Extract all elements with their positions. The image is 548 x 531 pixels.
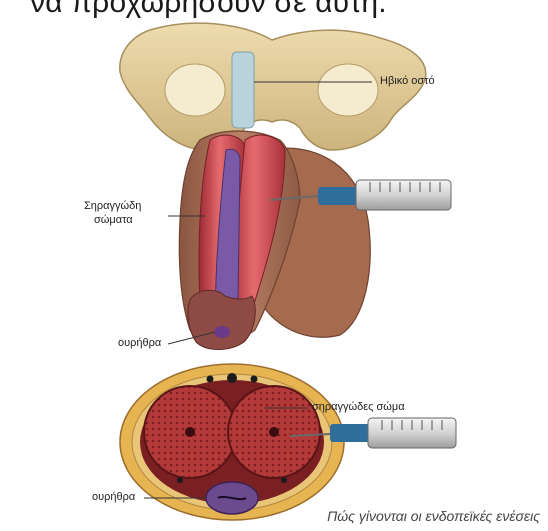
- label-pubic-bone: Ηβικό οστό: [380, 75, 435, 88]
- label-corpus-cavernosum: σηραγγώδες σώμα: [312, 401, 405, 414]
- label-corpora-line1: Σηραγγώδη: [84, 200, 141, 213]
- label-urethra-cross: ουρήθρα: [92, 491, 135, 504]
- label-corpora-line2: σώματα: [94, 214, 133, 227]
- penis-body: [179, 131, 370, 350]
- figure-caption: Πώς γίνονται οι ενδοπεϊκές ενέσεις: [327, 508, 540, 524]
- cross-section: [120, 364, 344, 520]
- label-urethra-top: ουρήθρα: [118, 337, 161, 350]
